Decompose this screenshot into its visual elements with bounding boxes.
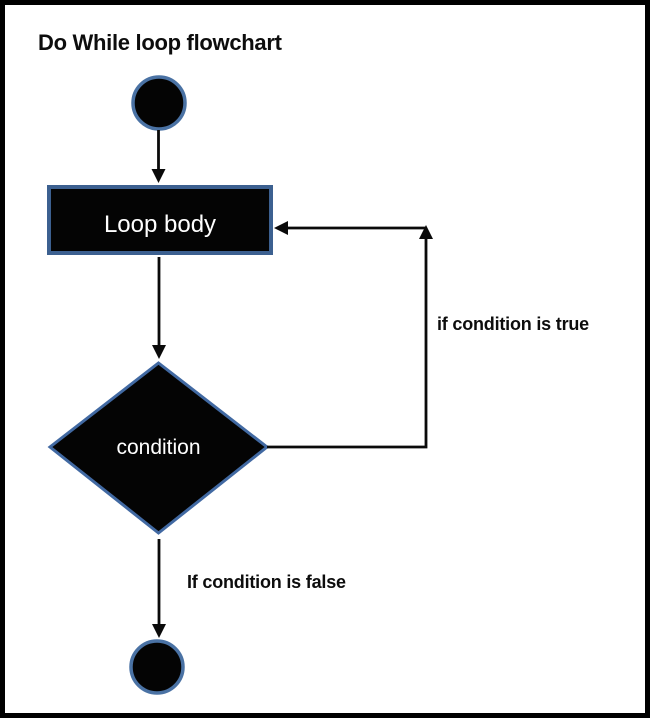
arrow-condition-to-end-head (152, 624, 166, 638)
end-node (129, 639, 185, 695)
loopback-up-arrowhead (419, 225, 433, 239)
false-branch-label: If condition is false (187, 572, 346, 592)
loopback-path (267, 237, 428, 449)
loop-body-node (47, 185, 273, 255)
loopback-return-arrowhead (274, 221, 288, 235)
diagram-title: Do While loop flowchart (38, 30, 283, 55)
arrow-body-to-condition-head (152, 345, 166, 359)
condition-label: condition (116, 436, 200, 459)
loop-body-label: Loop body (104, 211, 216, 238)
arrow-start-to-body-head (151, 169, 166, 183)
start-node (131, 75, 187, 131)
condition-node (47, 361, 270, 535)
true-branch-label: if condition is true (437, 314, 589, 334)
